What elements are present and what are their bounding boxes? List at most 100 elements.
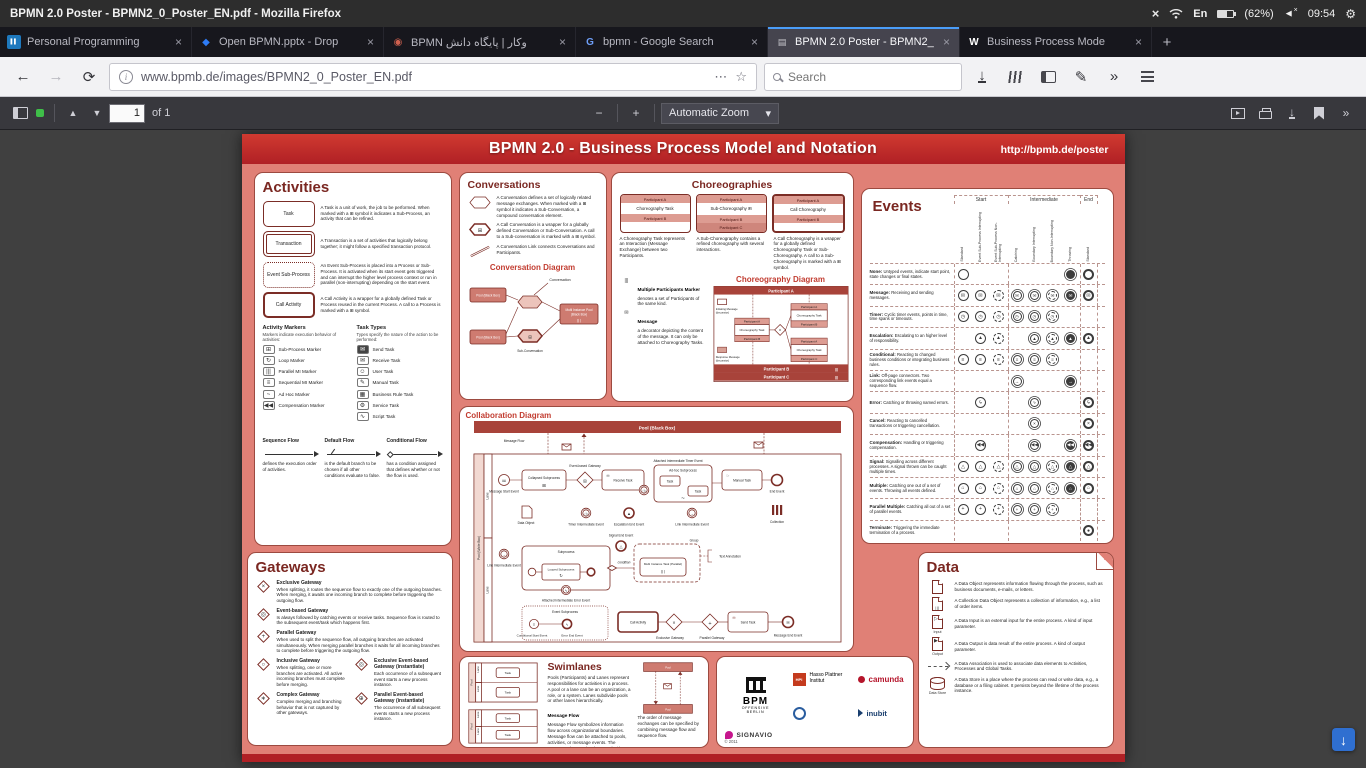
search-input[interactable] xyxy=(788,69,953,84)
search-bar[interactable] xyxy=(764,62,962,91)
event-cell: + xyxy=(972,499,990,519)
gateways-title: Gateways xyxy=(255,559,326,576)
event-symbol: ≡ xyxy=(975,354,986,366)
bookmark-button[interactable] xyxy=(1307,101,1331,125)
site-info-icon[interactable]: i xyxy=(119,69,133,84)
data-store-icon: Data Store xyxy=(927,676,949,695)
event-row-label: Escalation: Escalating to an higher leve… xyxy=(869,332,948,343)
page-actions-icon[interactable]: ⋯ xyxy=(714,68,728,84)
edit-icon[interactable]: ✎ xyxy=(1074,68,1088,86)
new-tab-button[interactable]: + xyxy=(1162,33,1172,51)
gateway-item: ⊕Parallel Event-based Gateway (instantia… xyxy=(353,692,444,722)
page-number-input[interactable] xyxy=(109,103,145,123)
library-button[interactable] xyxy=(1002,64,1028,90)
tab-close-icon[interactable]: × xyxy=(366,35,374,49)
volume-muted-icon[interactable]: ◄× xyxy=(1283,7,1298,20)
poster-url-link[interactable]: http://bpmb.de/poster xyxy=(1000,144,1109,156)
task-type: ▦Business Rule Task xyxy=(356,389,443,399)
keyboard-indicator[interactable]: En xyxy=(1193,7,1208,20)
message-flow-desc: Message Flow symbolizes information flow… xyxy=(547,722,629,747)
type-label: Business Rule Task xyxy=(372,391,414,397)
event-symbol: △ xyxy=(993,461,1004,473)
call-conversation-hexagon-icon: ⊞ xyxy=(468,222,492,237)
event-symbol: ◀◀ xyxy=(1030,440,1039,450)
event-symbol: ▲ xyxy=(975,332,986,344)
forward-button[interactable]: → xyxy=(48,68,64,85)
tabs-container: ▌▌Personal Programming×◆Open BPMN.pptx -… xyxy=(0,27,1152,57)
sub-choreography-desc: A Sub-Choreography contains a refined ch… xyxy=(696,235,765,253)
zoom-in-button[interactable]: + xyxy=(632,106,640,120)
menu-button[interactable] xyxy=(1134,64,1160,90)
bookmark-star-icon[interactable]: ☆ xyxy=(735,68,747,84)
browser-tab[interactable]: ◆Open BPMN.pptx - Drop× xyxy=(192,27,384,57)
event-column-header: Boundary Interrupting xyxy=(1026,204,1044,262)
pdf-overflow-button[interactable]: » xyxy=(1342,106,1350,120)
event-symbol: ⌂ xyxy=(993,482,1004,494)
back-button[interactable]: ← xyxy=(15,68,31,85)
emblem-icon xyxy=(792,706,806,720)
site-icon: ◉ xyxy=(393,36,403,48)
inubit-text: inubit xyxy=(866,708,887,718)
tab-close-icon[interactable]: × xyxy=(558,35,566,49)
system-titlebar: BPMN 2.0 Poster - BPMN2_0_Poster_EN.pdf … xyxy=(0,0,1366,27)
type-label: Manual Task xyxy=(372,380,399,386)
event-cell: ▲ xyxy=(972,328,990,348)
download-button[interactable]: ↓ xyxy=(1289,105,1295,119)
offensive-text: OFFENSIVE xyxy=(741,706,770,711)
conversation-item: A Conversation defines a set of logicall… xyxy=(468,195,598,218)
tab-close-icon[interactable]: × xyxy=(750,35,758,49)
event-cell: ⌂ xyxy=(1079,477,1098,499)
event-cell xyxy=(1044,521,1062,541)
overflow-button[interactable]: » xyxy=(1109,68,1119,85)
zoom-select[interactable]: Automatic Zoom ▾ xyxy=(661,102,779,124)
task-types-col: Task Types Types specify the nature of t… xyxy=(356,325,443,422)
pdf-viewport[interactable]: BPMN 2.0 - Business Process Model and No… xyxy=(0,130,1366,768)
battery-percent: (62%) xyxy=(1244,7,1274,20)
gateway-diamond: ◎ xyxy=(257,608,270,621)
event-symbol: ϟ xyxy=(975,397,986,409)
reload-button[interactable]: ⟳ xyxy=(82,68,96,86)
event-cell: × xyxy=(1079,413,1098,435)
event-row: Conditional: Reacting to changed busines… xyxy=(869,348,1105,370)
sidebar-button[interactable] xyxy=(1035,64,1061,90)
call-conversation-desc: A Call Conversation is a wrapper for a g… xyxy=(496,222,596,240)
collaboration-panel: Collaboration Diagram Pool (Black Box) M… xyxy=(458,406,854,652)
event-name: Message: xyxy=(869,290,892,296)
notification-download-icon[interactable]: ↓ xyxy=(1332,728,1355,751)
downloads-button[interactable]: ↓ xyxy=(978,67,986,84)
clock[interactable]: 09:54 xyxy=(1307,7,1336,20)
conversation-link-item: A Conversation Link connects Conversatio… xyxy=(468,244,598,258)
session-gear-icon[interactable]: ⚙ xyxy=(1345,6,1356,21)
print-button[interactable] xyxy=(1253,101,1277,125)
previous-page-button[interactable]: ▲ xyxy=(68,108,78,118)
next-page-button[interactable]: ▼ xyxy=(92,108,102,118)
url-input[interactable] xyxy=(141,69,707,84)
indicator-x-icon[interactable]: × xyxy=(1151,6,1160,21)
activity-marker: |||Parallel MI Marker xyxy=(262,367,349,377)
gateway-icon: ⊕ xyxy=(353,692,369,706)
tab-close-icon[interactable]: × xyxy=(942,35,950,49)
battery-icon[interactable] xyxy=(1217,9,1237,18)
tab-close-icon[interactable]: × xyxy=(1134,35,1142,49)
zoom-out-button[interactable]: − xyxy=(595,106,603,120)
url-bar[interactable]: i ⋯ ☆ xyxy=(109,62,757,91)
event-symbol: ϟ xyxy=(1083,397,1094,409)
tab-close-icon[interactable]: × xyxy=(174,35,182,49)
event-row-label: Message: Receiving and sending messages. xyxy=(869,290,934,301)
svg-text:Lane: Lane xyxy=(476,728,480,735)
browser-tab[interactable]: ◉BPMN وکار | پایگاه دانش× xyxy=(384,27,576,57)
event-symbol: ▲ xyxy=(1048,333,1057,343)
wifi-icon[interactable] xyxy=(1169,8,1183,19)
browser-tab[interactable]: ▤BPMN 2.0 Poster - BPMN2_× xyxy=(768,27,960,57)
presentation-mode-button[interactable] xyxy=(1226,101,1250,125)
svg-text:Task: Task xyxy=(504,671,511,675)
pdf-sidebar-toggle[interactable] xyxy=(8,101,32,125)
browser-tab[interactable]: ▌▌Personal Programming× xyxy=(0,27,192,57)
gateway-icon: ◎ xyxy=(353,658,369,672)
chevron-down-icon: ▾ xyxy=(765,107,771,120)
